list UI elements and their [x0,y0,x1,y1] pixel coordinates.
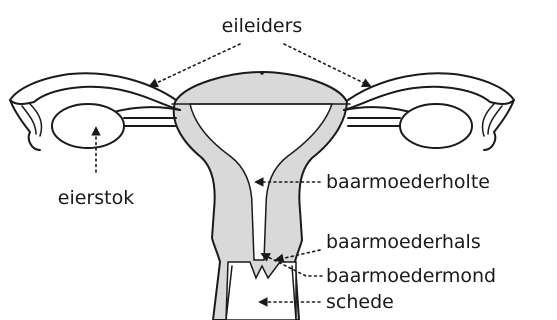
label-baarmoedermond: baarmoedermond [326,265,496,287]
right-ovary [348,104,472,148]
label-schede: schede [326,291,394,313]
left-ovary [52,104,176,148]
label-eileiders: eileiders [222,15,303,37]
label-baarmoederholte: baarmoederholte [326,171,490,193]
uterus-body [172,71,350,320]
label-eierstok: eierstok [58,187,134,209]
label-baarmoederhals: baarmoederhals [326,231,481,253]
